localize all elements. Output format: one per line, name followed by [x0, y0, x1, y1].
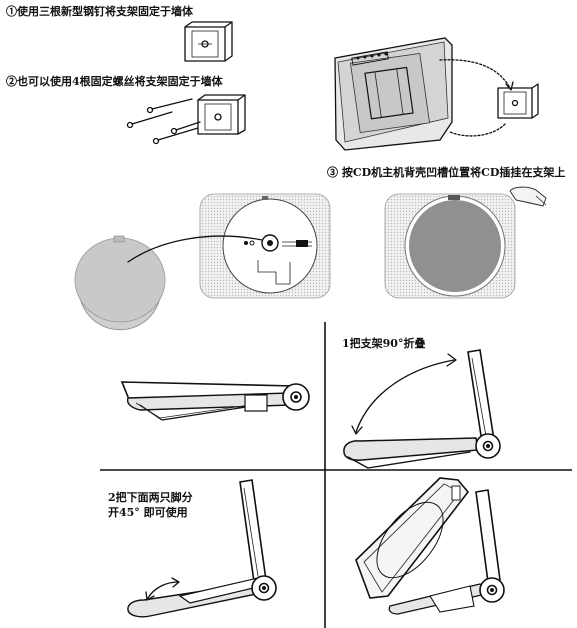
stand-with-cd-player — [355, 477, 505, 615]
cd-player-front-open — [199, 193, 331, 299]
wall-bracket-mounted — [497, 83, 539, 119]
stand-legs-open — [127, 479, 277, 618]
cd-player-back — [334, 37, 453, 151]
spread-arrow-icon — [145, 577, 180, 601]
rotate-arrow-icon — [351, 353, 457, 435]
wall-bracket-screws — [126, 94, 246, 145]
step3-caption: ③ 按CD机主机背壳凹槽位置将CD插挂在支架上 — [327, 166, 566, 179]
screw-icon — [152, 127, 199, 145]
screw-icon — [126, 111, 173, 129]
step1-caption: ①使用三根新型钢钉将支架固定于墙体 — [6, 5, 193, 18]
screw-icon — [146, 98, 193, 114]
open-caption-line1: 2把下面两只脚分 — [108, 491, 193, 504]
hand-pull-icon — [509, 186, 547, 207]
stand-upright — [343, 349, 501, 469]
stand-folded — [120, 381, 310, 421]
step2-caption: ②也可以使用4根固定螺丝将支架固定于墙体 — [6, 75, 223, 88]
screw-icon — [170, 121, 201, 135]
wall-bracket-nails — [184, 21, 233, 62]
cd-player-front-closed — [384, 193, 516, 299]
fold-caption: 1把支架90°折叠 — [342, 337, 426, 350]
cd-disc — [74, 235, 166, 331]
open-caption-line2: 开45° 即可使用 — [108, 506, 188, 519]
